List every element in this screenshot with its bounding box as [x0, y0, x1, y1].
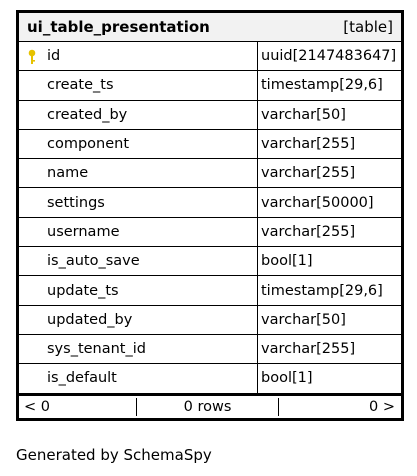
column-name: name — [47, 165, 89, 182]
table-entity: ui_table_presentation [table] id uuid[214… — [16, 10, 404, 421]
column-row: created_by varchar[50] — [19, 100, 401, 130]
column-name-cell: settings — [19, 188, 258, 217]
column-type: bool[1] — [261, 370, 313, 387]
column-type: uuid[2147483647] — [261, 48, 397, 65]
column-name: updated_by — [47, 311, 133, 328]
column-type: timestamp[29,6] — [261, 282, 383, 299]
footer-divider — [136, 397, 137, 416]
column-name-cell: created_by — [19, 100, 258, 129]
column-name: is_default — [47, 370, 117, 387]
column-type: varchar[50] — [261, 311, 346, 328]
table-name: ui_table_presentation — [27, 18, 210, 36]
column-type: timestamp[29,6] — [261, 77, 383, 94]
generated-by-caption: Generated by SchemaSpy — [16, 446, 212, 464]
column-name: create_ts — [47, 77, 114, 94]
column-name: sys_tenant_id — [47, 341, 146, 358]
child-count: 0 > — [369, 398, 395, 415]
column-row: settings varchar[50000] — [19, 188, 401, 218]
column-name-cell: is_auto_save — [19, 247, 258, 276]
column-name: is_auto_save — [47, 253, 140, 270]
column-name-cell: sys_tenant_id — [19, 334, 258, 364]
column-type: varchar[255] — [261, 165, 356, 182]
column-name-cell: id — [19, 42, 258, 71]
column-name-cell: name — [19, 159, 258, 188]
column-row: is_auto_save bool[1] — [19, 247, 401, 277]
column-row: component varchar[255] — [19, 129, 401, 160]
column-row: create_ts timestamp[29,6] — [19, 71, 401, 101]
row-count: 0 rows — [183, 398, 232, 415]
column-name: id — [47, 48, 61, 65]
column-type: varchar[50] — [261, 106, 346, 123]
column-row: is_default bool[1] — [19, 364, 401, 393]
column-name: created_by — [47, 106, 128, 123]
column-row: name varchar[255] — [19, 159, 401, 189]
column-type: varchar[255] — [261, 223, 356, 240]
column-row: updated_by varchar[50] — [19, 305, 401, 335]
column-type: varchar[255] — [261, 136, 356, 153]
table-header: ui_table_presentation [table] — [19, 13, 401, 42]
column-name: settings — [47, 194, 105, 211]
column-type: varchar[50000] — [261, 194, 374, 211]
footer-divider — [278, 397, 279, 416]
column-name-cell: component — [19, 129, 258, 159]
column-list: id uuid[2147483647] create_ts timestamp[29,… — [19, 42, 401, 393]
table-footer: < 0 0 rows 0 > — [19, 392, 401, 418]
column-row: id uuid[2147483647] — [19, 42, 401, 72]
column-name-cell: update_ts — [19, 276, 258, 305]
column-name-cell: create_ts — [19, 71, 258, 100]
primary-key-icon — [28, 49, 36, 64]
column-name-cell: username — [19, 217, 258, 247]
parent-count: < 0 — [24, 398, 50, 415]
column-name: component — [47, 136, 130, 153]
column-name-cell: is_default — [19, 364, 258, 393]
column-name: username — [47, 223, 120, 240]
column-row: username varchar[255] — [19, 217, 401, 248]
column-row: update_ts timestamp[29,6] — [19, 276, 401, 306]
column-name: update_ts — [47, 282, 119, 299]
column-row: sys_tenant_id varchar[255] — [19, 334, 401, 365]
table-kind-label: [table] — [343, 18, 393, 36]
column-type: bool[1] — [261, 253, 313, 270]
column-name-cell: updated_by — [19, 305, 258, 334]
column-type: varchar[255] — [261, 341, 356, 358]
